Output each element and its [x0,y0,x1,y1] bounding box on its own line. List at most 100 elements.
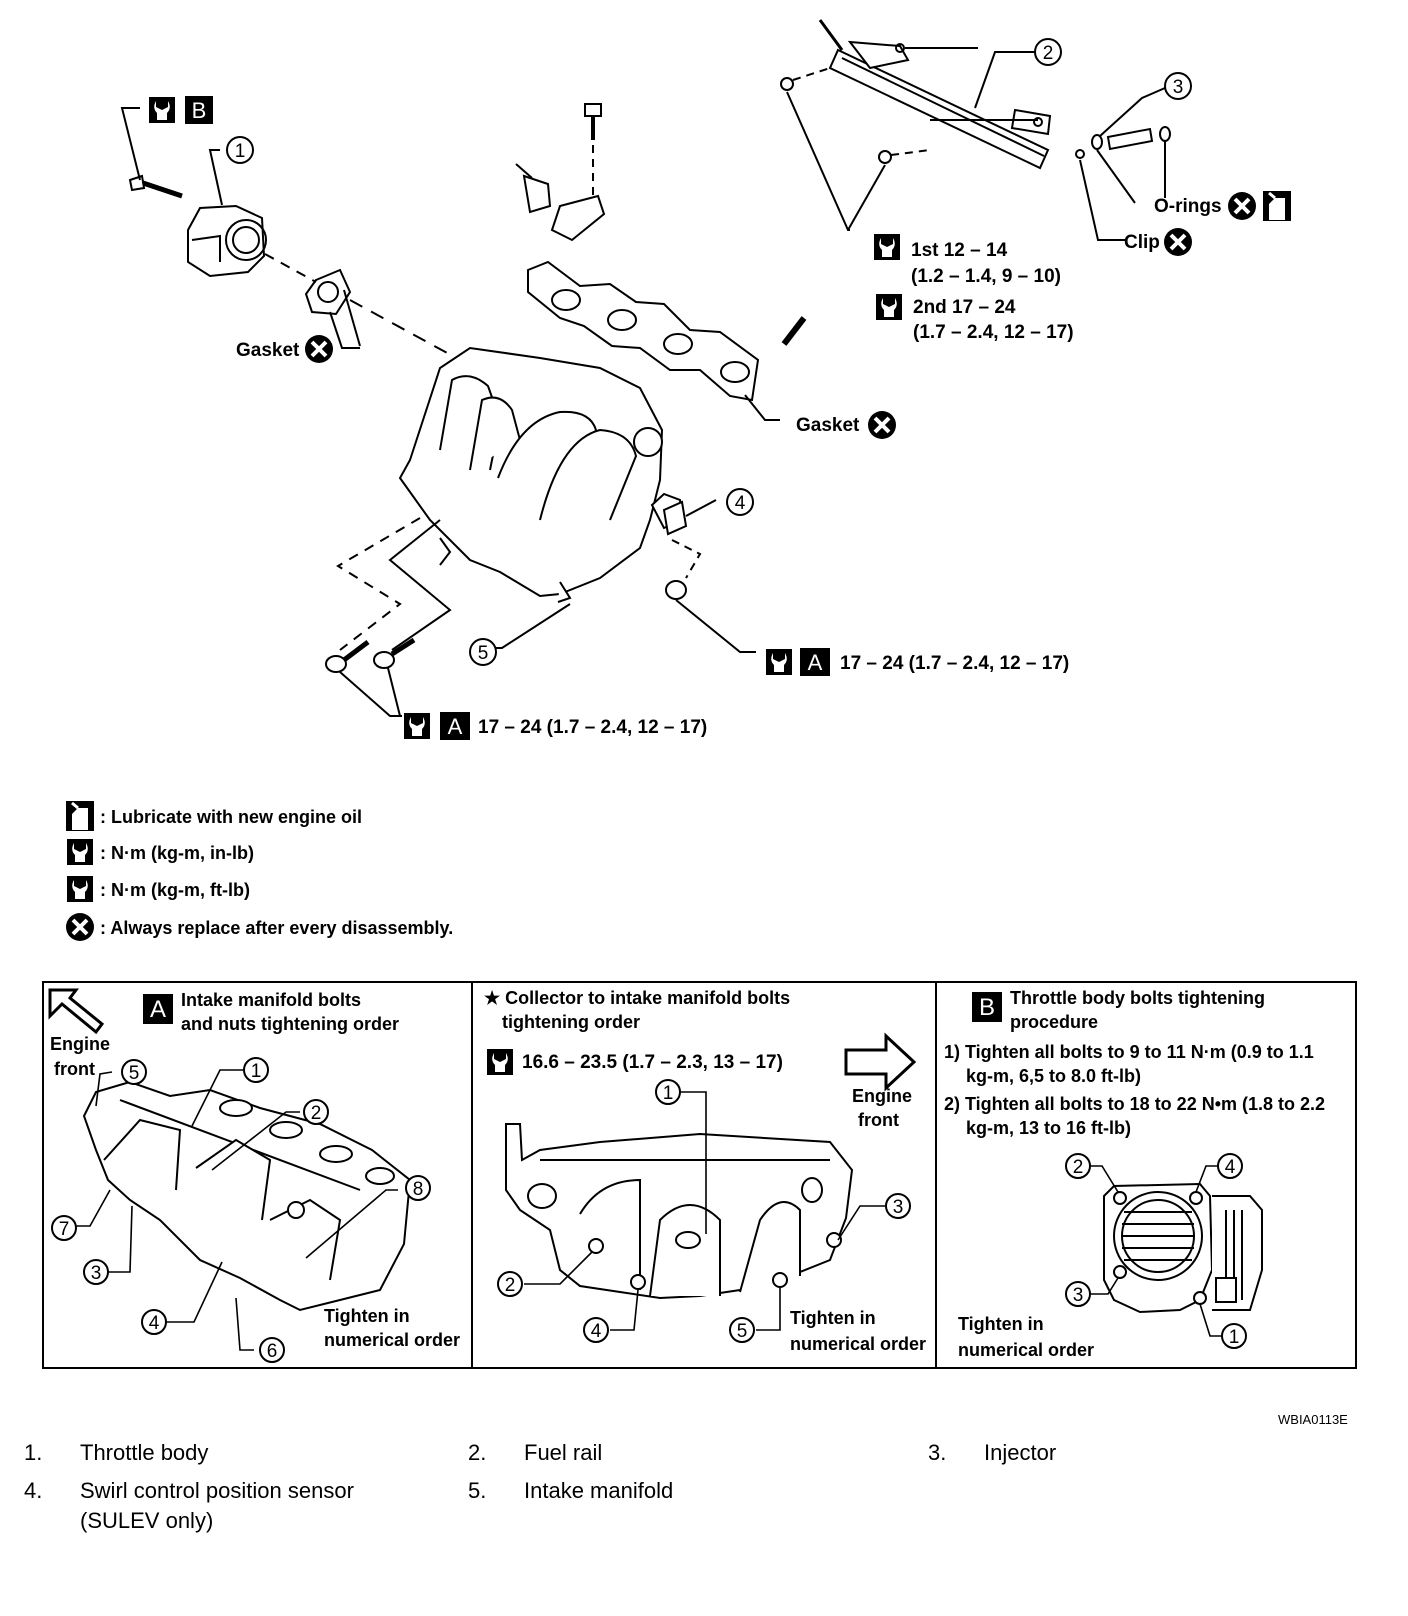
lower-bolts-drawing [325,517,452,717]
callout-5: 5 [469,638,497,666]
svg-text:4: 4 [149,1313,160,1334]
svg-text:3: 3 [1173,77,1184,98]
svg-text:: Lubricate with new engine oi: : Lubricate with new engine oil [100,807,362,827]
svg-text:★ Collector to intake manifold: ★ Collector to intake manifold bolts [484,988,790,1008]
svg-text:3: 3 [1073,1285,1084,1306]
part-name: Injector [984,1440,1057,1465]
symbol-legend: : Lubricate with new engine oil : N·m (k… [64,799,453,943]
callout-1: 1 [226,136,254,164]
svg-text:1: 1 [1229,1327,1240,1348]
svg-text:1: 1 [663,1083,674,1104]
svg-text:3: 3 [91,1263,102,1284]
svg-text:kg-m, 13 to 16 ft-lb): kg-m, 13 to 16 ft-lb) [966,1118,1131,1138]
part-name: Intake manifold [524,1478,674,1503]
svg-text:: N·m (kg-m, ft-lb): : N·m (kg-m, ft-lb) [100,880,250,900]
svg-text:numerical order: numerical order [324,1330,460,1350]
panel-a: A Intake manifold bolts and nuts tighten… [48,988,460,1363]
replace-icon [866,409,898,441]
svg-text:5: 5 [478,643,489,664]
callout-4: 4 [726,488,754,516]
svg-text:and nuts tightening order: and nuts tightening order [181,1014,399,1034]
panel-collector: ★ Collector to intake manifold bolts tig… [484,988,926,1354]
vacuum-bracket-drawing [515,103,606,242]
lubricate-icon [1261,189,1293,223]
torque-wrench-icon [876,294,902,320]
svg-text:B: B [979,994,995,1021]
replace-icon [1226,190,1258,222]
swirl-sensor-drawing [496,499,756,653]
torque-wrench-icon [874,234,900,260]
svg-text:numerical order: numerical order [958,1340,1094,1360]
gasket-label: Gasket [236,340,300,361]
part-number: 2. [468,1440,487,1465]
svg-text:2: 2 [505,1275,516,1296]
torque-1st-label: 1st 12 – 14 [911,240,1008,261]
svg-text:Intake manifold bolts: Intake manifold bolts [181,990,361,1010]
svg-text:Tighten in: Tighten in [324,1306,410,1326]
svg-text:procedure: procedure [1010,1012,1098,1032]
svg-text:B: B [192,98,207,123]
svg-text:2) Tighten all bolts to 18 to: 2) Tighten all bolts to 18 to 22 N•m (1.… [944,1094,1325,1114]
svg-text:4: 4 [1225,1157,1236,1178]
torque-2nd-label: 2nd 17 – 24 [913,297,1016,318]
part-name: Fuel rail [524,1440,603,1465]
torque-a-badge [440,712,470,740]
part-number: 5. [468,1478,487,1503]
left-gasket-drawing [264,253,461,361]
torque-a-badge [800,648,830,676]
fuel-rail-drawing [818,19,1052,170]
svg-text:2: 2 [311,1103,322,1124]
svg-text:front: front [858,1110,899,1130]
svg-text:16.6 – 23.5 (1.7 – 2.3, 13 – 1: 16.6 – 23.5 (1.7 – 2.3, 13 – 17) [522,1052,783,1073]
svg-text:front: front [54,1059,95,1079]
intake-manifold-drawing [398,346,684,603]
svg-text:2: 2 [1043,43,1054,64]
gasket-label: Gasket [796,415,860,436]
replace-icon [1162,226,1194,258]
svg-text:5: 5 [737,1321,748,1342]
svg-text:1: 1 [235,141,246,162]
rail-bolt-leaders [780,67,931,231]
svg-text:: Always replace after every d: : Always replace after every disassembly… [100,918,453,938]
svg-text:A: A [808,650,823,675]
torque-2nd-range: (1.7 – 2.4, 12 – 17) [913,322,1074,343]
throttle-body-drawing [120,107,267,278]
part-number: 4. [24,1478,43,1503]
bottom-panel-frame [42,981,1357,1369]
part-name: Throttle body [80,1440,209,1465]
clip-label: Clip [1124,232,1160,253]
figure-code: WBIA0113E [1278,1412,1348,1427]
torque-wrench-icon [404,713,430,739]
part-number: 1. [24,1440,43,1465]
svg-text:kg-m, 6,5 to 8.0 ft-lb): kg-m, 6,5 to 8.0 ft-lb) [966,1066,1141,1086]
torque-1st-range: (1.2 – 1.4, 9 – 10) [911,266,1061,287]
svg-text:Throttle body bolts tightening: Throttle body bolts tightening [1010,988,1265,1008]
nut-torque-label: 17 – 24 (1.7 – 2.4, 12 – 17) [840,653,1069,674]
svg-text:2: 2 [1073,1157,1084,1178]
svg-text:A: A [150,996,166,1023]
svg-text:4: 4 [735,493,746,514]
svg-text:5: 5 [129,1063,140,1084]
svg-text:6: 6 [267,1341,278,1362]
svg-text:Tighten in: Tighten in [958,1314,1044,1334]
bolt-torque-label: 17 – 24 (1.7 – 2.4, 12 – 17) [478,717,707,738]
svg-text:Engine: Engine [50,1034,110,1054]
svg-text:1) Tighten all bolts to 9 to 1: 1) Tighten all bolts to 9 to 11 N·m (0.9… [944,1042,1314,1062]
svg-text:8: 8 [413,1179,424,1200]
svg-text:Engine: Engine [852,1086,912,1106]
svg-text:A: A [448,714,463,739]
o-rings-label: O-rings [1154,196,1222,217]
torque-b-symbol: B [149,96,213,124]
panel-b: B Throttle body bolts tightening procedu… [944,988,1325,1360]
svg-text:: N·m (kg-m, in-lb): : N·m (kg-m, in-lb) [100,843,254,863]
callout-2: 2 [1034,38,1062,66]
svg-text:tightening order: tightening order [502,1012,640,1032]
svg-text:Tighten in: Tighten in [790,1308,876,1328]
svg-text:1: 1 [251,1061,262,1082]
injector-drawing [1075,87,1171,241]
part-name: Swirl control position sensor (SULEV onl… [80,1478,354,1533]
torque-wrench-icon [766,649,792,675]
svg-text:7: 7 [59,1219,70,1240]
svg-text:numerical order: numerical order [790,1334,926,1354]
